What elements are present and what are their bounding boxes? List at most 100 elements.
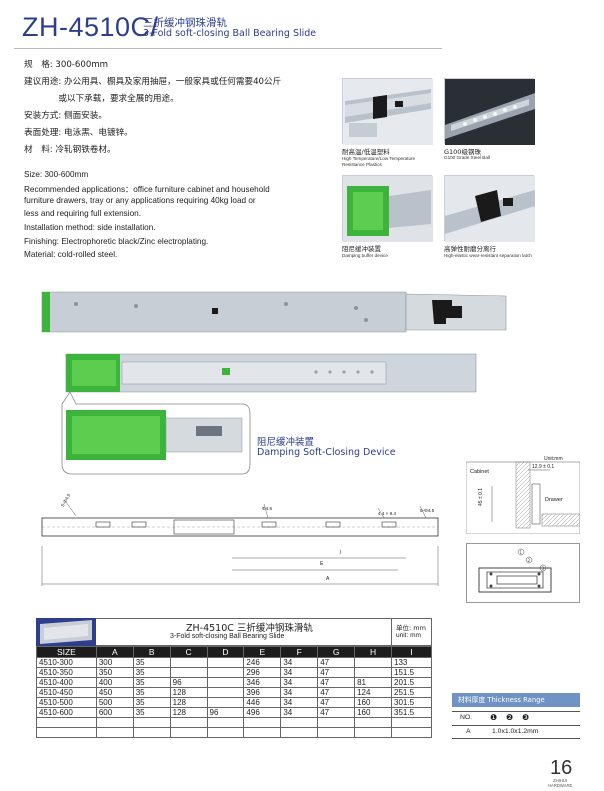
feature-cn-3: 阻尼缓冲装置 bbox=[342, 245, 381, 253]
table-cell: 296 bbox=[243, 667, 282, 678]
table-cell: 47 bbox=[317, 697, 356, 708]
height-dimension: 45 ± 0.1 bbox=[478, 487, 484, 506]
spec-finish-en: Finishing: Electrophoretic black/Zinc el… bbox=[24, 237, 209, 246]
table-cell: 4510-300 bbox=[36, 657, 97, 668]
feature-cn-4: 高弹性耐磨分离行 bbox=[444, 245, 496, 253]
feature-cn-1: 耐高温/低温塑料 bbox=[342, 148, 390, 156]
damping-label-en: Damping Soft-Closing Device bbox=[257, 447, 396, 458]
table-cell: 128 bbox=[169, 687, 208, 698]
table-cell: 124 bbox=[354, 687, 393, 698]
drawer-label: Drawer bbox=[545, 497, 563, 503]
table-cell: 160 bbox=[354, 697, 393, 708]
brand-line-2: HARDWARE bbox=[548, 782, 573, 788]
table-title-en: 3-Fold soft-closing Ball Bearing Slide bbox=[170, 633, 285, 640]
col-h: H bbox=[354, 646, 393, 658]
table-cell: 600 bbox=[95, 707, 134, 718]
thickness-row-value: 1.0x1.0x1.2mm bbox=[492, 728, 539, 735]
feature-en-2: G100 Grade Steel Ball bbox=[444, 155, 490, 160]
thickness-value-row bbox=[452, 726, 580, 739]
spec-use-en-1: Recommended applications：office furnitur… bbox=[24, 185, 270, 194]
col-d: D bbox=[206, 646, 245, 658]
table-cell bbox=[206, 657, 245, 668]
table-cell bbox=[354, 667, 393, 678]
cabinet-label: Cabinet bbox=[470, 469, 489, 475]
technical-drawing bbox=[36, 496, 448, 592]
table-cell: 34 bbox=[280, 707, 319, 718]
gap-dimension: 12.9 ± 0.1 bbox=[532, 464, 555, 470]
table-row-empty bbox=[36, 727, 432, 738]
table-title-box bbox=[96, 618, 392, 646]
table-cell: 300 bbox=[95, 657, 134, 668]
table-cell bbox=[169, 657, 208, 668]
spec-finish-cn: 表面处理: 电泳黑、电镀锌。 bbox=[24, 128, 133, 138]
table-cell: 133 bbox=[391, 657, 432, 668]
table-cell: 34 bbox=[280, 657, 319, 668]
table-cell bbox=[206, 667, 245, 678]
table-cell: 47 bbox=[317, 657, 356, 668]
spec-install-en: Installation method: side installation. bbox=[24, 223, 156, 232]
feature-photo-steel-ball bbox=[444, 78, 535, 145]
spec-use-en-2: furniture drawers, tray or any applicati… bbox=[24, 196, 256, 205]
svg-text:1: 1 bbox=[520, 550, 523, 555]
thickness-circle-3: ❸ bbox=[522, 713, 530, 722]
col-g: G bbox=[317, 646, 356, 658]
table-cell: 35 bbox=[132, 697, 171, 708]
table-cell: 450 bbox=[95, 687, 134, 698]
dim-hole-mid: Φ4.5 bbox=[262, 506, 273, 511]
table-cell bbox=[206, 687, 245, 698]
dim-label-i: I bbox=[340, 550, 342, 556]
table-header-image bbox=[36, 618, 96, 646]
spec-install-cn: 安装方式: 侧面安装。 bbox=[24, 111, 107, 121]
feature-en-3: Damping buffer device bbox=[342, 253, 388, 258]
table-cell: 400 bbox=[95, 677, 134, 688]
feature-cn-2: G100级钢珠 bbox=[444, 148, 481, 156]
table-cell: 35 bbox=[132, 707, 171, 718]
slide-product-illustration bbox=[36, 284, 576, 484]
svg-text:2: 2 bbox=[528, 558, 531, 563]
col-e: E bbox=[243, 646, 282, 658]
table-unit-en: unit: mm bbox=[396, 632, 421, 639]
table-cell: 128 bbox=[169, 697, 208, 708]
table-cell: 96 bbox=[206, 707, 245, 718]
table-cell: 47 bbox=[317, 677, 356, 688]
col-f: F bbox=[280, 646, 319, 658]
col-c: C bbox=[169, 646, 208, 658]
table-cell: 35 bbox=[132, 687, 171, 698]
table-header-row: SIZE A B C D E F G H I bbox=[36, 646, 432, 658]
table-cell: 350 bbox=[95, 667, 134, 678]
table-cell: 34 bbox=[280, 667, 319, 678]
brand-footer: ZHIHUI HARDWARE bbox=[548, 778, 573, 789]
table-cell: 151.5 bbox=[391, 667, 432, 678]
table-cell: 4510-400 bbox=[36, 677, 97, 688]
page-number: 16 bbox=[550, 757, 573, 779]
product-name-cn: 三折缓冲钢珠滑轨 bbox=[143, 17, 227, 29]
table-cell: 81 bbox=[354, 677, 393, 688]
profile-drawing: 1 2 3 bbox=[466, 543, 580, 603]
spec-material-en: Material: cold-rolled steel. bbox=[24, 250, 118, 259]
table-cell: 35 bbox=[132, 677, 171, 688]
svg-text:3: 3 bbox=[542, 566, 545, 571]
thickness-row-label: A bbox=[466, 728, 471, 735]
thickness-title: 材料厚度 Thickness Range bbox=[452, 693, 580, 707]
spec-size-en: Size: 300-600mm bbox=[24, 170, 89, 179]
spec-use-en-3: less and requiring full extension. bbox=[24, 209, 141, 218]
table-cell: 351.5 bbox=[391, 707, 432, 718]
spec-use-cn-cont: 或以下承载，要求全展的用途。 bbox=[24, 94, 179, 104]
table-cell: 160 bbox=[354, 707, 393, 718]
table-cell: 251.5 bbox=[391, 687, 432, 698]
feature-en-1: High Temperature/Low Temperature Resista… bbox=[342, 156, 416, 167]
table-cell: 34 bbox=[280, 687, 319, 698]
thickness-header-row bbox=[452, 711, 580, 726]
table-cell: 34 bbox=[280, 677, 319, 688]
model-number: ZH-4510C/ bbox=[22, 12, 159, 42]
table-cell: 4510-600 bbox=[36, 707, 97, 718]
table-cell: 446 bbox=[243, 697, 282, 708]
table-cell: 47 bbox=[317, 687, 356, 698]
table-cell: 496 bbox=[243, 707, 282, 718]
table-cell bbox=[206, 677, 245, 688]
table-row-empty bbox=[36, 717, 432, 728]
dim-holes-right: 5-Φ4.5 bbox=[420, 508, 435, 513]
